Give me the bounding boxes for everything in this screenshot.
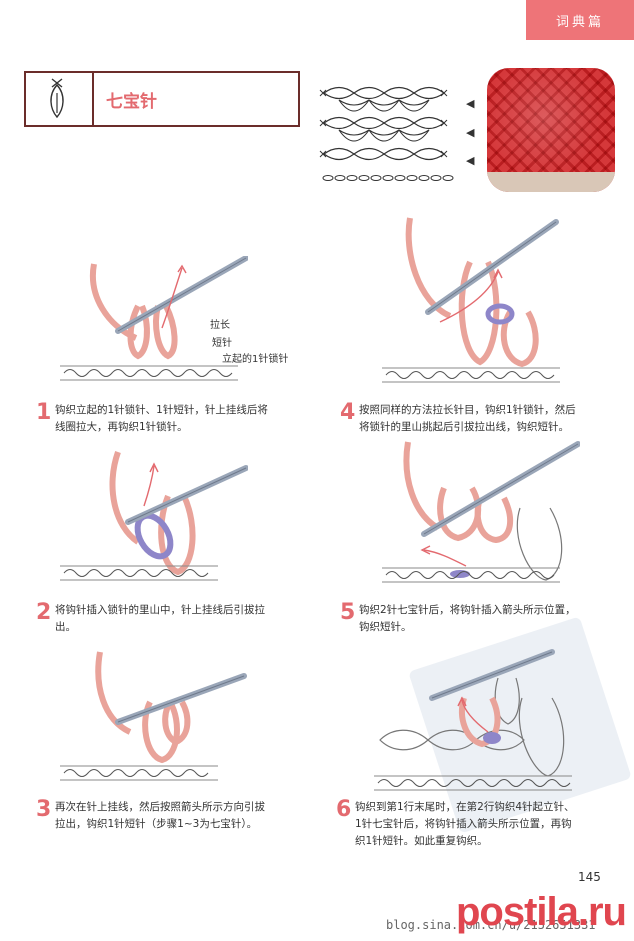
step-5-illustration — [380, 438, 581, 592]
stitch-symbol-icon — [26, 73, 94, 125]
step-1-illustration — [58, 255, 249, 390]
page-number: 145 — [578, 870, 601, 884]
step-text: 钩织立起的1针锁针、1针短针，针上挂线后将线圈拉大，再钩织1针锁针。 — [55, 404, 268, 433]
blog-url: blog.sina.com.cn/u/2152651331 — [386, 918, 596, 932]
callout-pull-long: 拉长 — [210, 320, 230, 331]
step-text: 钩织到第1行末尾时，在第2行钩织4针起立针、1针七宝针后，将钩针插入箭头所示位置… — [355, 801, 575, 847]
step-text: 钩织2针七宝针后，将钩针插入箭头所示位置，钩织短针。 — [359, 604, 576, 633]
step-6-illustration — [372, 648, 612, 802]
left-arrow-icon: ◀ — [466, 154, 475, 167]
step-text: 将钩针插入锁针的里山中，针上挂线后引拔拉出。 — [55, 604, 265, 633]
title-box: 七宝针 — [24, 71, 300, 127]
step-number: 6 — [336, 797, 352, 822]
step-number: 5 — [340, 600, 356, 625]
callout-turning-chain: 立起的1针锁针 — [222, 354, 289, 365]
page-title: 七宝针 — [106, 91, 157, 112]
section-tab: 词典篇 — [526, 0, 634, 40]
watermark-logo: postila.ru — [455, 890, 627, 934]
step-2-illustration — [58, 446, 249, 590]
step-4-illustration — [380, 212, 570, 391]
step-number: 1 — [36, 400, 52, 425]
callout-single-crochet: 短针 — [212, 338, 232, 349]
lace-sample-photo — [487, 68, 615, 192]
step-number: 2 — [36, 600, 52, 625]
step-text: 按照同样的方法拉长针目，钩织1针锁针，然后将锁针的里山挑起后引拔拉出线，钩织短针… — [359, 404, 576, 433]
step-number: 4 — [340, 400, 356, 425]
left-arrow-icon: ◀ — [466, 126, 475, 139]
step-3-illustration — [58, 646, 248, 790]
stitch-chart — [314, 78, 474, 190]
step-number: 3 — [36, 797, 52, 822]
left-arrow-icon: ◀ — [466, 97, 475, 110]
step-text: 再次在针上挂线，然后按照箭头所示方向引拔拉出，钩织1针短针（步骤1~3为七宝针）… — [55, 801, 265, 830]
